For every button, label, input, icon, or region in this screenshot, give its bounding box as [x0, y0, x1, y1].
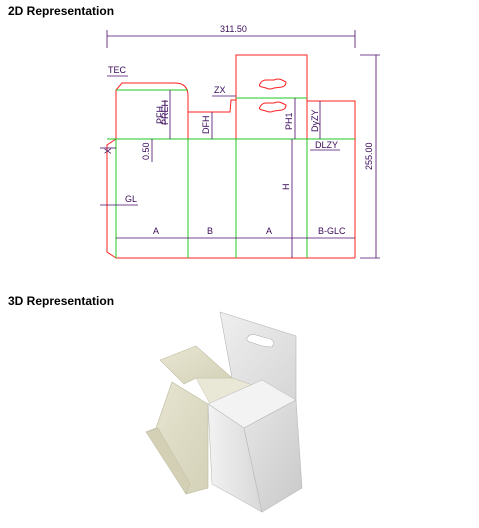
dim-dfh-label: DFH: [201, 116, 211, 135]
open-tuck-flap: [145, 381, 209, 495]
hang-hole-3d-icon: [246, 334, 275, 348]
dim-ph1-label: PH1: [284, 112, 294, 130]
dim-bglc-label: B-GLC: [318, 226, 346, 236]
dim-b1-label: B: [207, 226, 213, 236]
open-dust-flap: [159, 345, 233, 385]
dim-width-label: 311.50: [220, 24, 247, 34]
heading-2d-representation: 2D Representation: [8, 4, 115, 18]
dim-x-label: X: [103, 148, 113, 154]
dim-a2-label: A: [266, 226, 272, 236]
box-top-lid: [207, 379, 297, 429]
box-front-face: [207, 403, 263, 513]
dim-tec-label: TEC: [108, 65, 127, 75]
dim-height-label: 255.00: [364, 142, 374, 170]
cut-outline: [106, 54, 356, 259]
dim-gl-label: GL: [125, 194, 137, 204]
dim-dyzy-label: DyZY: [310, 110, 320, 133]
heading-3d-representation: 3D Representation: [8, 294, 115, 308]
dim-preh-label: PREH: [160, 100, 170, 125]
dim-zx-label: ZX: [214, 85, 226, 95]
dim-dlzy-label: DLZY: [315, 140, 338, 150]
hanger-panel: [219, 311, 297, 401]
dim-h-label: H: [281, 184, 291, 191]
dieline-2d-drawing: 311.50 255.00 TEC ZX PREH PFH DFH PH1 Dy…: [100, 24, 380, 259]
dimension-lines: [100, 30, 380, 259]
dim-offset-label: 0.50: [141, 142, 151, 160]
box-right-face: [243, 399, 303, 513]
dimension-labels: 311.50 255.00 TEC ZX PREH PFH DFH PH1 Dy…: [103, 24, 374, 236]
dim-a1-label: A: [153, 226, 159, 236]
box-inside: [195, 377, 297, 421]
hang-hole-top-icon: [258, 78, 287, 90]
box-3d-body: [145, 311, 303, 513]
tuck-flap-edge: [145, 427, 191, 495]
dim-pfh-label: PFH: [155, 106, 165, 124]
hang-hole-bottom-icon: [258, 101, 287, 113]
